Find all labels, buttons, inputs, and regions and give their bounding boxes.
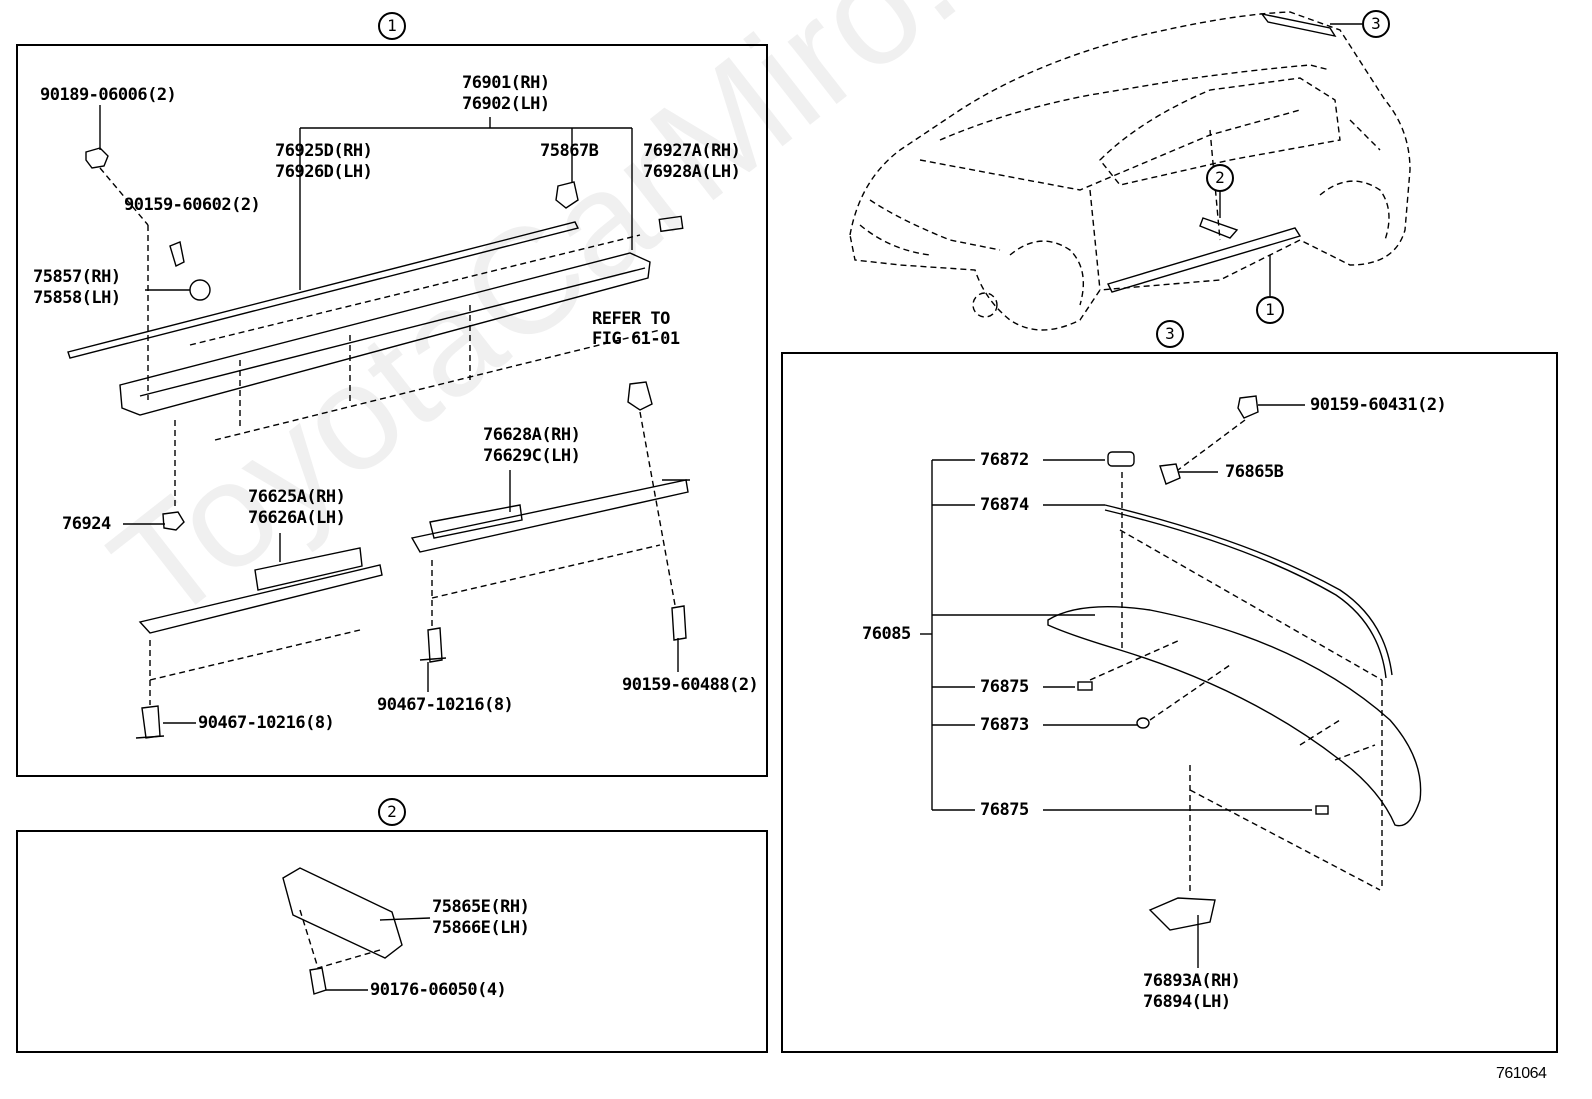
- section-marker-3: 3: [1156, 320, 1184, 348]
- part-75866: 75866E(LH): [432, 918, 530, 938]
- section-1-box: [16, 44, 768, 777]
- weatherstrip: [67, 221, 580, 359]
- car-leaders: [1219, 23, 1362, 296]
- part-75867: 75867B: [540, 141, 599, 161]
- part-76873: 76873: [980, 715, 1029, 735]
- car-side-skirt: [1107, 12, 1337, 293]
- part-76901: 76901(RH): [462, 73, 550, 93]
- refer-note-line2: FIG 61-01: [592, 329, 680, 349]
- part-76626: 76626A(LH): [248, 508, 346, 528]
- part-90159-60602: 90159-60602(2): [124, 195, 261, 215]
- part-76875-upper: 76875: [980, 677, 1029, 697]
- part-76629: 76629C(LH): [483, 446, 581, 466]
- rocker-molding: [119, 252, 651, 416]
- car-marker-2: 2: [1206, 164, 1234, 192]
- section-marker-1: 1: [378, 12, 406, 40]
- part-76924: 76924: [62, 514, 111, 534]
- bracket-76628: [410, 479, 689, 553]
- section-marker-2: 2: [378, 798, 406, 826]
- part-75857: 75857(RH): [33, 267, 121, 287]
- car-marker-1: 1: [1256, 296, 1284, 324]
- spoiler-seal: [1104, 504, 1393, 676]
- part-76925: 76925D(RH): [275, 141, 373, 161]
- figure-number: 761064: [1496, 1065, 1547, 1082]
- section1-leaders: [99, 105, 690, 724]
- spoiler: [1047, 605, 1422, 827]
- part-90467-right: 90467-10216(8): [377, 695, 514, 715]
- part-76927: 76927A(RH): [643, 141, 741, 161]
- car-outline: [849, 11, 1411, 331]
- clips: [85, 147, 687, 995]
- part-76874: 76874: [980, 495, 1029, 515]
- section3-leaders: [920, 404, 1312, 968]
- part-76894: 76894(LH): [1143, 992, 1231, 1012]
- part-90189: 90189-06006(2): [40, 85, 177, 105]
- part-76893: 76893A(RH): [1143, 971, 1241, 991]
- part-75865: 75865E(RH): [432, 897, 530, 917]
- refer-note-line1: REFER TO: [592, 309, 670, 329]
- part-76865: 76865B: [1225, 462, 1284, 482]
- part-76872: 76872: [980, 450, 1029, 470]
- part-90159-60488: 90159-60488(2): [622, 675, 759, 695]
- part-76085: 76085: [862, 624, 911, 644]
- section-3-box: [781, 352, 1558, 1053]
- part-76875-lower: 76875: [980, 800, 1029, 820]
- part-75858: 75858(LH): [33, 288, 121, 308]
- bracket-76893: [1148, 897, 1216, 931]
- part-90159-60431: 90159-60431(2): [1310, 395, 1447, 415]
- part-90176: 90176-06050(4): [370, 980, 507, 1000]
- bracket-76625: [138, 564, 383, 634]
- part-76926: 76926D(LH): [275, 162, 373, 182]
- part-76628: 76628A(RH): [483, 425, 581, 445]
- section-2-box: [16, 830, 768, 1053]
- part-76902: 76902(LH): [462, 94, 550, 114]
- car-marker-3: 3: [1362, 10, 1390, 38]
- part-76625: 76625A(RH): [248, 487, 346, 507]
- part-76928: 76928A(LH): [643, 162, 741, 182]
- part-90467-left: 90467-10216(8): [198, 713, 335, 733]
- bracket-75865: [282, 867, 403, 959]
- section1-dashed: [99, 167, 676, 705]
